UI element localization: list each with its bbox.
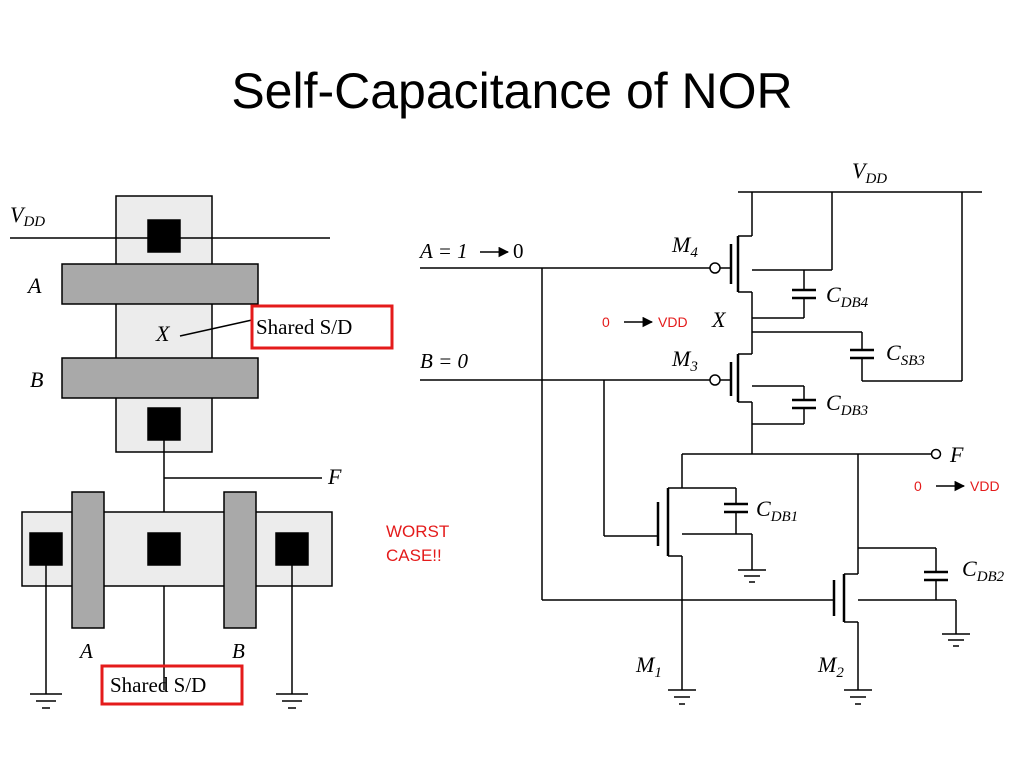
ground-icon — [668, 689, 696, 705]
ground-icon — [738, 569, 766, 583]
c-db1-label: CDB1 — [756, 496, 798, 525]
layout-bottom-gate-a-label: A — [78, 639, 93, 663]
c-db4-label: CDB4 — [826, 282, 869, 311]
shared-sd-label-bottom: Shared S/D — [110, 673, 206, 697]
c-db3-label: CDB3 — [826, 390, 868, 419]
ground-icon — [942, 633, 970, 647]
layout-gate-b-label: B — [30, 367, 43, 392]
gnd-contact-right — [275, 532, 309, 566]
worst-case-note: WORST CASE!! — [386, 520, 476, 568]
worst-case-line1: WORST — [386, 522, 450, 541]
shared-sd-highlight-top — [250, 304, 394, 350]
layout-node-x-label: X — [155, 321, 171, 346]
output-f-terminal — [930, 448, 942, 460]
input-a-final-label: 0 — [513, 239, 524, 263]
shared-sd-label-top: Shared S/D — [256, 315, 352, 339]
f-transition-from: 0 — [914, 478, 922, 494]
gnd-contact-left — [29, 532, 63, 566]
x-pointer — [179, 319, 253, 337]
poly-gate-b — [61, 357, 259, 399]
layout-output-f-label: F — [327, 464, 342, 489]
ground-icon — [30, 693, 62, 709]
x-transition-from: 0 — [602, 314, 610, 330]
poly-gate-b-bottom — [223, 491, 257, 629]
poly-gate-a-bottom — [71, 491, 105, 629]
input-b-label: B = 0 — [420, 349, 468, 373]
layout-bottom-gate-b-label: B — [232, 639, 245, 663]
x-transition-to: VDD — [658, 314, 688, 330]
m3-label: M3 — [671, 346, 698, 375]
f-transition-to: VDD — [970, 478, 1000, 494]
m3-gate-bubble — [709, 374, 721, 386]
ground-icon — [276, 693, 308, 709]
ground-icon — [844, 689, 872, 705]
m4-gate-bubble — [709, 262, 721, 274]
sch-node-x-label: X — [711, 307, 727, 332]
vdd-contact — [147, 219, 181, 253]
sch-vdd-label: VDD — [852, 158, 887, 187]
slide-title: Self-Capacitance of NOR — [231, 63, 793, 119]
shared-sd-highlight-bottom — [100, 664, 244, 706]
input-a-label: A = 1 — [418, 239, 468, 263]
schematic-diagram — [420, 191, 982, 705]
c-db2-label: CDB2 — [962, 556, 1005, 585]
layout-vdd-label: VDD — [10, 202, 45, 230]
poly-gate-a — [61, 263, 259, 305]
layout-diagram — [10, 195, 394, 709]
layout-gate-a-label: A — [26, 273, 42, 298]
output-contact-top — [147, 407, 181, 441]
sch-output-f-label: F — [949, 442, 964, 467]
output-contact-bottom — [147, 532, 181, 566]
worst-case-line2: CASE!! — [386, 546, 442, 565]
m1-label: M1 — [635, 652, 662, 681]
m2-label: M2 — [817, 652, 844, 681]
m4-label: M4 — [671, 232, 698, 261]
c-sb3-label: CSB3 — [886, 340, 925, 369]
